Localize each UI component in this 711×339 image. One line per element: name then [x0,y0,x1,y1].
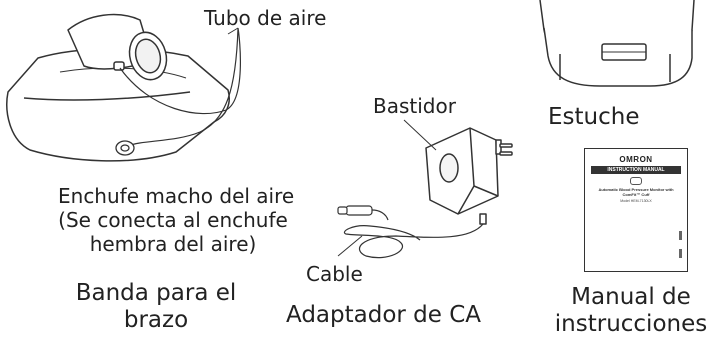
arm-cuff [6,13,230,162]
manual-band: INSTRUCTION MANUAL [591,166,681,174]
ac-adapter-housing [425,127,513,225]
air-tube [119,27,241,147]
label-arm-cuff-line1: Banda para el [75,280,237,306]
label-manual-line2: instrucciones [554,311,708,337]
label-air-plug-line1: Enchufe macho del aire [58,184,295,208]
label-air-plug-line2: (Se conecta al enchufe [58,208,288,232]
label-manual-line1: Manual de [571,284,691,310]
label-cable: Cable [306,262,363,286]
manual-edge-mark [679,231,682,240]
label-air-tube: Tubo de aire [204,6,327,30]
carrying-case [539,0,695,87]
air-plug [115,140,135,156]
manual-subtitle: Automatic Blood Pressure Monitor with Co… [598,187,674,197]
label-housing: Bastidor [373,94,456,118]
leader-lines [337,119,437,257]
label-air-plug-line3: hembra del aire) [89,232,257,256]
manual-model: Model HEM-7130LX [620,199,652,203]
instruction-manual: OMRON INSTRUCTION MANUAL Automatic Blood… [584,148,688,272]
label-air-plug: Enchufe macho del aire (Se conecta al en… [58,184,295,256]
adapter-cable [343,223,484,259]
label-arm-cuff-line2: brazo [123,307,189,333]
manual-edge-mark [679,249,682,258]
heart-logo-icon [630,177,642,185]
label-manual: Manual de instrucciones [552,284,710,338]
label-ac-adapter: Adaptador de CA [286,302,482,328]
manual-brand: OMRON [619,155,653,164]
label-case: Estuche [548,104,640,130]
label-arm-cuff: Banda para el brazo [66,280,246,334]
dc-plug [337,205,389,221]
